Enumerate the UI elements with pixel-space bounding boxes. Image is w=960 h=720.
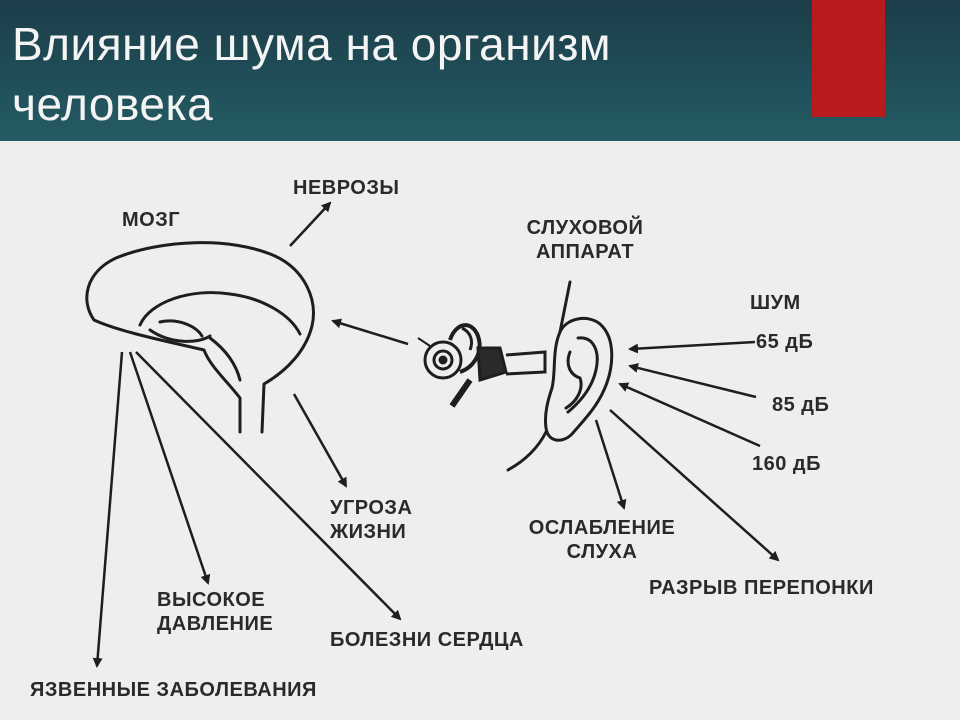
- inner-ear-drawing: [418, 325, 545, 406]
- label-neuroses: НЕВРОЗЫ: [293, 176, 399, 200]
- label-hearing-loss: ОСЛАБЛЕНИЕ СЛУХА: [492, 516, 712, 564]
- label-level-85: 85 дБ: [772, 393, 829, 417]
- label-high-pressure-line2: ДАВЛЕНИЕ: [157, 612, 273, 636]
- label-brain: МОЗГ: [122, 208, 180, 232]
- label-noise: ШУМ: [750, 291, 801, 315]
- label-threat-line1: УГРОЗА: [330, 496, 412, 520]
- label-threat-line2: ЖИЗНИ: [330, 520, 412, 544]
- label-hearing-apparatus: СЛУХОВОЙ АППАРАТ: [500, 216, 670, 264]
- label-level-160: 160 дБ: [752, 452, 821, 476]
- label-hearing-apparatus-line2: АППАРАТ: [500, 240, 670, 264]
- label-hearing-loss-line2: СЛУХА: [492, 540, 712, 564]
- label-hearing-loss-line1: ОСЛАБЛЕНИЕ: [492, 516, 712, 540]
- label-level-65: 65 дБ: [756, 330, 813, 354]
- outer-ear-drawing: [508, 282, 612, 470]
- label-ulcers: ЯЗВЕННЫЕ ЗАБОЛЕВАНИЯ: [30, 678, 317, 702]
- brain-drawing: [87, 243, 314, 432]
- label-heart-disease: БОЛЕЗНИ СЕРДЦА: [330, 628, 524, 652]
- label-eardrum-rupture: РАЗРЫВ ПЕРЕПОНКИ: [649, 576, 874, 600]
- label-hearing-apparatus-line1: СЛУХОВОЙ: [500, 216, 670, 240]
- label-high-pressure-line1: ВЫСОКОЕ: [157, 588, 273, 612]
- label-high-pressure: ВЫСОКОЕ ДАВЛЕНИЕ: [157, 588, 273, 636]
- label-threat-to-life: УГРОЗА ЖИЗНИ: [330, 496, 412, 544]
